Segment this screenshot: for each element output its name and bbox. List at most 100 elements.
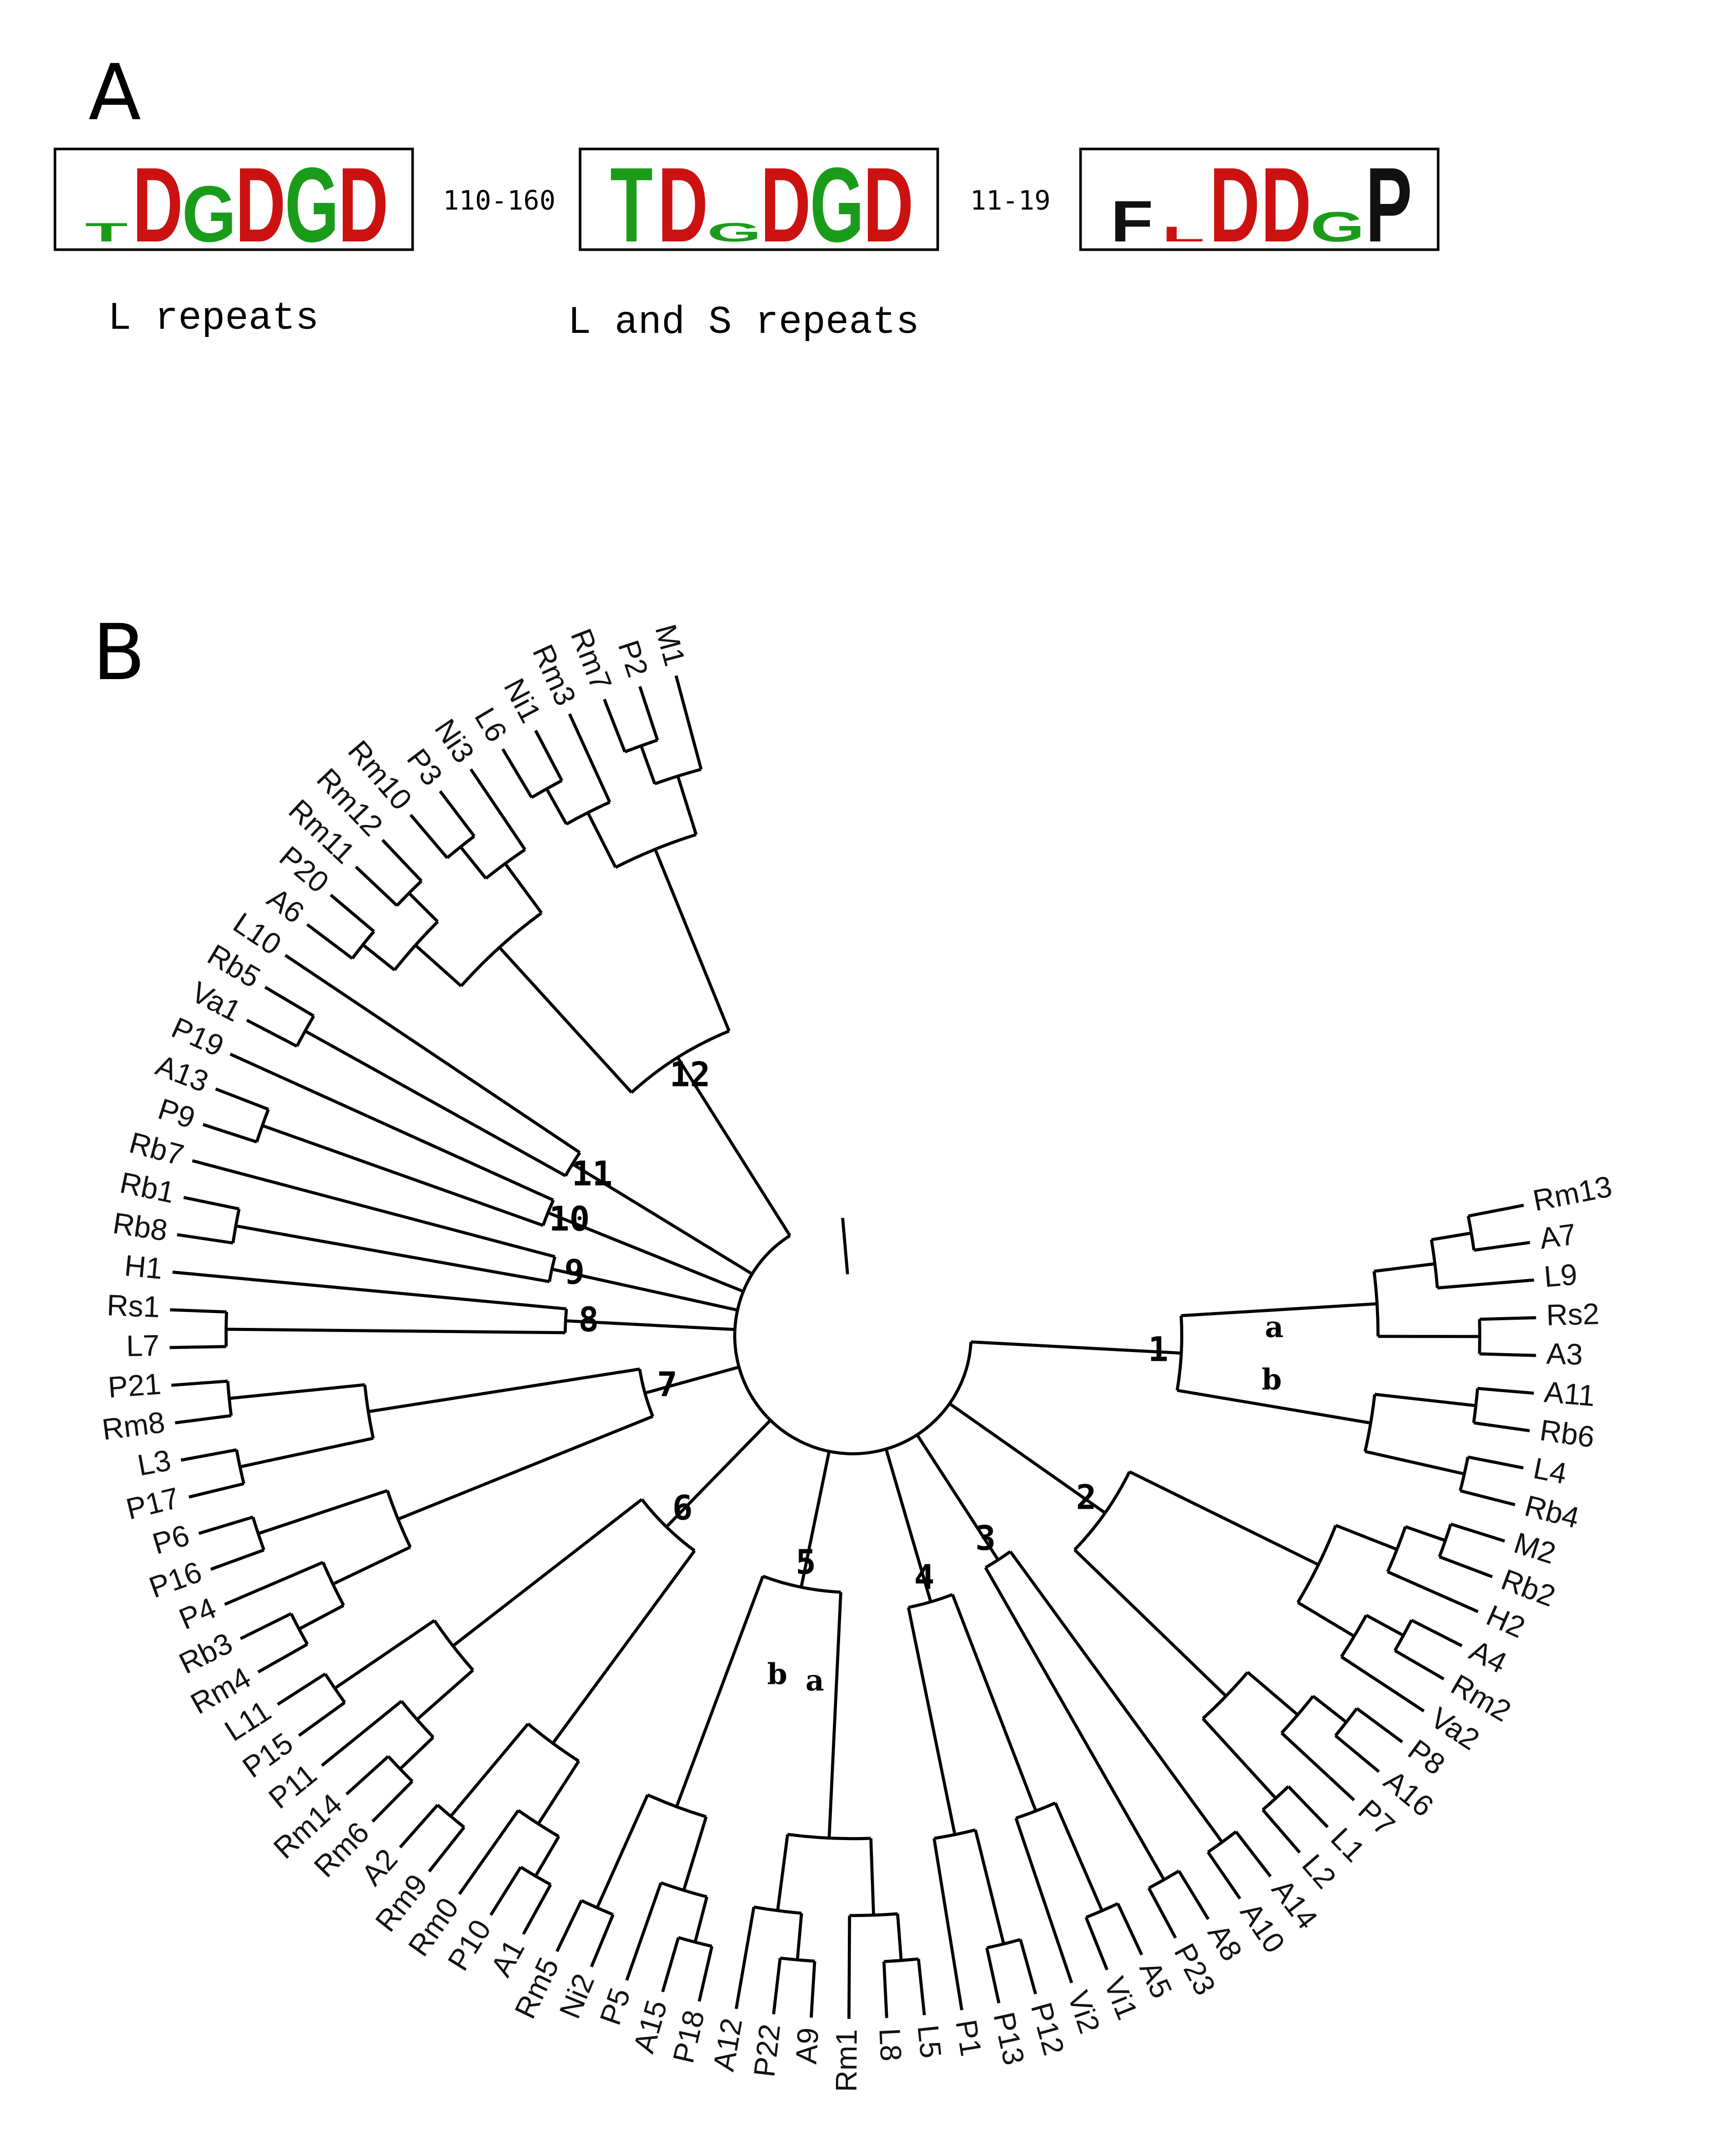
tree-branch: [368, 1367, 640, 1413]
tree-arc: [1478, 1319, 1481, 1354]
tree-branch: [809, 1961, 816, 2018]
tree-branch: [226, 1327, 566, 1335]
subclade-label-b: b: [767, 1658, 787, 1692]
tree-arc: [615, 833, 697, 869]
tree-branch: [1128, 1470, 1319, 1566]
leaf-label-l8: L8: [872, 2028, 907, 2063]
tree-arc: [581, 1899, 614, 1916]
tree-arc: [908, 1593, 953, 1609]
tree-branch: [1116, 1903, 1143, 1956]
tree-arc: [564, 1308, 568, 1333]
tree-branch: [459, 846, 487, 879]
tree-arc: [446, 835, 475, 859]
tree-branch: [1084, 1917, 1109, 1971]
tree-branch: [951, 1593, 1037, 1812]
subclade-label-a: a: [1265, 1310, 1283, 1344]
leaf-label-h1: H1: [123, 1249, 164, 1286]
tree-branch: [264, 986, 315, 1018]
tree-arc: [1363, 1394, 1376, 1452]
tree-branch: [321, 1729, 367, 1767]
tree-branch: [884, 1448, 933, 1603]
tree-branch: [907, 1607, 957, 1835]
tree-branch: [693, 1896, 709, 1943]
leaf-label-vi1: Vi1: [1097, 1973, 1144, 2024]
tree-branch: [1439, 1555, 1493, 1579]
leaf-label-p1: P1: [949, 2017, 988, 2058]
tree-branch: [1261, 1809, 1301, 1854]
tree-branch: [534, 1835, 561, 1877]
tree-branch: [697, 1946, 714, 2002]
tree-branch: [1334, 1734, 1380, 1773]
tree-root-stub: [841, 1217, 849, 1274]
motif-caption-l-repeats: L repeats: [108, 296, 319, 341]
logo-residue: G: [285, 146, 339, 264]
tree-branch: [674, 675, 693, 731]
leaf-label-a12: A12: [707, 2016, 749, 2074]
leaf-label-p2: P2: [611, 636, 655, 681]
tree-branch: [1387, 1570, 1427, 1590]
tree-branch: [590, 1914, 615, 1967]
tree-arc: [1372, 1271, 1380, 1337]
clade-label-7: 7: [657, 1365, 678, 1404]
tree-branch: [170, 1345, 227, 1349]
subclade-label-b: b: [1261, 1363, 1281, 1397]
tree-branch: [882, 1961, 888, 2018]
tree-arc: [289, 1613, 309, 1645]
tree-branch: [1373, 1262, 1436, 1273]
tree-branch: [654, 849, 731, 1032]
tree-branch: [306, 923, 354, 960]
tree-branch: [827, 1592, 843, 1839]
panel-b-label: B: [92, 608, 145, 698]
tree-branch: [329, 893, 375, 933]
tree-branch: [571, 1163, 753, 1276]
logo-residue: D: [1261, 146, 1311, 264]
tree-branch: [795, 1913, 803, 1960]
tree-branch: [229, 1053, 283, 1079]
tree-arc: [519, 1866, 552, 1886]
tree-branch: [1247, 1671, 1299, 1716]
tree-branch: [498, 946, 633, 1094]
motif-logo-1-frame: [53, 147, 414, 251]
tree-branch: [676, 1056, 791, 1237]
tree-branch: [734, 1953, 748, 2009]
tree-arc: [1296, 1525, 1337, 1603]
logo-residue: D: [760, 146, 811, 264]
subclade-label-a: a: [806, 1664, 824, 1698]
tree-branch: [847, 1915, 851, 1962]
leaf-label-p22: P22: [748, 2022, 787, 2079]
gap-range-1: 110-160: [443, 185, 555, 216]
leaf-label-rb6: Rb6: [1538, 1414, 1596, 1454]
tree-branch: [1280, 1732, 1314, 1763]
tree-branch: [1365, 1450, 1465, 1476]
logo-residue: D: [133, 146, 183, 264]
tree-branch: [1019, 1939, 1037, 1995]
tree-branch: [281, 1076, 554, 1202]
tree-arc: [1334, 1707, 1359, 1737]
tree-arc: [531, 779, 563, 799]
tree-branch: [170, 1308, 227, 1314]
clade-label-9: 9: [564, 1252, 585, 1291]
tree-branch: [772, 1958, 782, 2015]
tree-branch: [603, 699, 626, 753]
tree-arc: [321, 1562, 345, 1606]
tree-branch: [744, 1906, 756, 1954]
tree-branch: [689, 729, 703, 770]
tree-arc: [787, 1832, 871, 1841]
clade-label-5: 5: [796, 1543, 816, 1582]
tree-branch: [869, 1838, 876, 1916]
tree-arc: [984, 1550, 1012, 1569]
motif-logo-2-frame: [579, 147, 939, 251]
leaf-label-p12: P12: [1024, 1999, 1070, 2059]
tree-branch: [596, 1794, 649, 1909]
tree-arc: [436, 1804, 466, 1829]
tree-branch: [971, 1340, 1182, 1355]
tree-arc: [1459, 1456, 1469, 1491]
leaf-label-rm1: Rm1: [830, 2029, 864, 2092]
tree-branch: [799, 1451, 831, 1588]
tree-branch: [932, 1838, 955, 1955]
leaf-label-l7: L7: [126, 1329, 160, 1363]
tree-arc: [542, 1199, 555, 1226]
tree-branch: [172, 1270, 229, 1279]
tree-branch: [1477, 1278, 1534, 1286]
